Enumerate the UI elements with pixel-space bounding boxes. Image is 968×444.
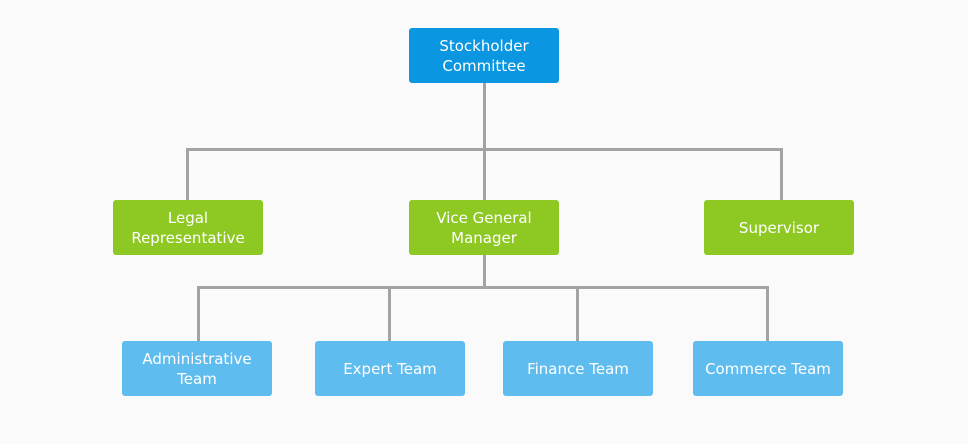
connector-line xyxy=(197,286,200,341)
node-finance-team[interactable]: Finance Team xyxy=(503,341,653,396)
connector-line xyxy=(780,148,783,200)
node-vice-general-manager[interactable]: Vice General Manager xyxy=(409,200,559,255)
node-legal-representative[interactable]: Legal Representative xyxy=(113,200,263,255)
connector-line xyxy=(483,83,486,200)
connector-line xyxy=(186,148,783,151)
node-supervisor[interactable]: Supervisor xyxy=(704,200,854,255)
node-stockholder-committee[interactable]: Stockholder Committee xyxy=(409,28,559,83)
connector-line xyxy=(388,286,391,341)
connector-line xyxy=(186,148,189,200)
node-administrative-team[interactable]: Administrative Team xyxy=(122,341,272,396)
connector-line xyxy=(197,286,769,289)
node-expert-team[interactable]: Expert Team xyxy=(315,341,465,396)
connector-line xyxy=(576,286,579,341)
connector-line xyxy=(766,286,769,341)
node-commerce-team[interactable]: Commerce Team xyxy=(693,341,843,396)
connector-line xyxy=(483,255,486,288)
